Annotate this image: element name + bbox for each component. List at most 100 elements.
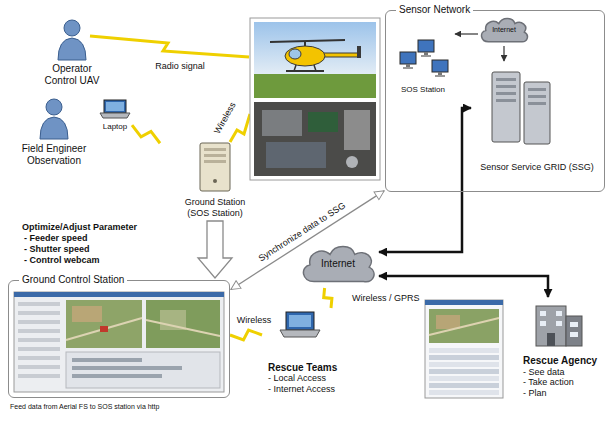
app-titlebar bbox=[14, 292, 224, 297]
cockpit bbox=[289, 49, 301, 59]
form-field bbox=[18, 320, 60, 324]
form-field bbox=[18, 356, 60, 360]
agency-screenshot bbox=[425, 300, 503, 398]
equipment-part bbox=[266, 142, 326, 168]
helicopter-body bbox=[285, 46, 325, 66]
server-rack bbox=[492, 72, 520, 142]
person-head bbox=[64, 20, 80, 36]
note-item: - Feeder speed bbox=[24, 233, 88, 243]
server-case bbox=[200, 143, 230, 191]
cloud-outline bbox=[303, 247, 374, 282]
laptop-screen bbox=[286, 312, 314, 330]
engineer-icon bbox=[40, 99, 68, 139]
node-text: Rescue Teams bbox=[268, 362, 337, 374]
road bbox=[429, 318, 499, 335]
node-text: Rescue Agency bbox=[523, 355, 597, 367]
node-text: Internet bbox=[321, 258, 355, 270]
node-text: Field Engineer Observation bbox=[18, 143, 90, 166]
node-text: - Local Access bbox=[268, 373, 326, 383]
road bbox=[146, 320, 220, 336]
node-text: Operator Control UAV bbox=[39, 63, 105, 86]
photo-frame bbox=[250, 18, 380, 180]
gcs-screenshot bbox=[14, 292, 224, 392]
road bbox=[66, 318, 142, 340]
server-slot bbox=[204, 154, 226, 157]
form-field bbox=[18, 311, 60, 315]
node-text: Internet bbox=[492, 26, 516, 34]
control-bar bbox=[72, 374, 162, 378]
node-text: Ground Station (SOS Station) bbox=[178, 197, 253, 218]
monitor-foot bbox=[421, 55, 431, 57]
building-icon bbox=[536, 306, 582, 346]
node-text: - Plan bbox=[523, 388, 547, 398]
note-item: - Control webcam bbox=[24, 255, 100, 265]
station-group: Ground Control Station bbox=[8, 280, 230, 398]
operator-icon bbox=[58, 20, 86, 60]
app-window bbox=[425, 300, 503, 398]
wireless-link bbox=[324, 288, 332, 308]
monitor-foot bbox=[403, 67, 413, 69]
server-slot bbox=[496, 85, 516, 88]
footnote: Feed data from Aerial FS to SOS station … bbox=[10, 403, 159, 411]
form-field bbox=[18, 302, 60, 306]
network-group: Sensor NetworkSOS StationInternetSensor … bbox=[385, 10, 605, 192]
monitor bbox=[400, 52, 416, 64]
connector bbox=[503, 46, 504, 61]
note-heading: Optimize/Adjust Parameter bbox=[22, 222, 137, 232]
rescue-teams: Rescue Teams- Local Access- Internet Acc… bbox=[262, 308, 348, 394]
monitor-stand bbox=[424, 52, 428, 55]
actor: Operator Control UAV bbox=[30, 16, 114, 86]
server-slot bbox=[528, 102, 546, 105]
equipment-lens bbox=[346, 156, 358, 168]
table-row bbox=[429, 390, 499, 395]
aerial-image bbox=[429, 309, 499, 343]
laptop-display bbox=[106, 102, 124, 111]
node-text: - Take action bbox=[523, 377, 574, 387]
building-tower bbox=[536, 306, 566, 346]
skid bbox=[286, 70, 324, 72]
server-slot bbox=[204, 160, 226, 163]
equipment-photo bbox=[254, 102, 376, 176]
server-slot bbox=[204, 148, 226, 151]
node-text: - See data bbox=[523, 367, 565, 377]
sos-computers bbox=[400, 40, 448, 77]
equipment-part bbox=[344, 110, 370, 150]
edge-label: Wireless / GPRS bbox=[350, 293, 422, 303]
server-rack bbox=[524, 82, 550, 144]
sos-station: SOS Station bbox=[392, 30, 454, 94]
window bbox=[540, 321, 546, 326]
control-bar bbox=[72, 366, 182, 370]
group-title: Sensor Network bbox=[396, 4, 473, 16]
group-title: Ground Control Station bbox=[19, 274, 127, 286]
wireless-bolt bbox=[230, 114, 250, 142]
server-button bbox=[213, 179, 217, 183]
cloud-outline bbox=[482, 18, 528, 41]
field-patch bbox=[436, 315, 460, 329]
form-field bbox=[18, 347, 60, 351]
connector bbox=[455, 33, 478, 34]
table-row bbox=[429, 376, 499, 381]
laptop-icon bbox=[100, 100, 130, 118]
aerial-image bbox=[66, 300, 142, 348]
table-row bbox=[429, 383, 499, 388]
radio-signal-bolt bbox=[90, 36, 249, 57]
uav-photo bbox=[250, 18, 380, 180]
wireless-link bbox=[132, 125, 160, 143]
monitor-foot bbox=[435, 75, 445, 77]
server-icon bbox=[200, 143, 230, 191]
table-row bbox=[429, 369, 499, 374]
rescue-agency: Rescue Agency- See data- Take action- Pl… bbox=[515, 298, 607, 398]
laptop-base bbox=[280, 330, 320, 337]
node-text: Laptop bbox=[103, 122, 127, 131]
aerial-image bbox=[146, 300, 220, 348]
person-head bbox=[46, 99, 62, 115]
signal-label: Radio signal bbox=[153, 61, 207, 71]
door bbox=[547, 333, 555, 346]
form-field bbox=[18, 374, 60, 378]
laptop-screen bbox=[104, 100, 126, 113]
equipment-board bbox=[308, 112, 338, 132]
node-text: - Internet Access bbox=[268, 384, 335, 394]
equipment-part bbox=[262, 110, 302, 136]
form-field bbox=[18, 329, 60, 333]
